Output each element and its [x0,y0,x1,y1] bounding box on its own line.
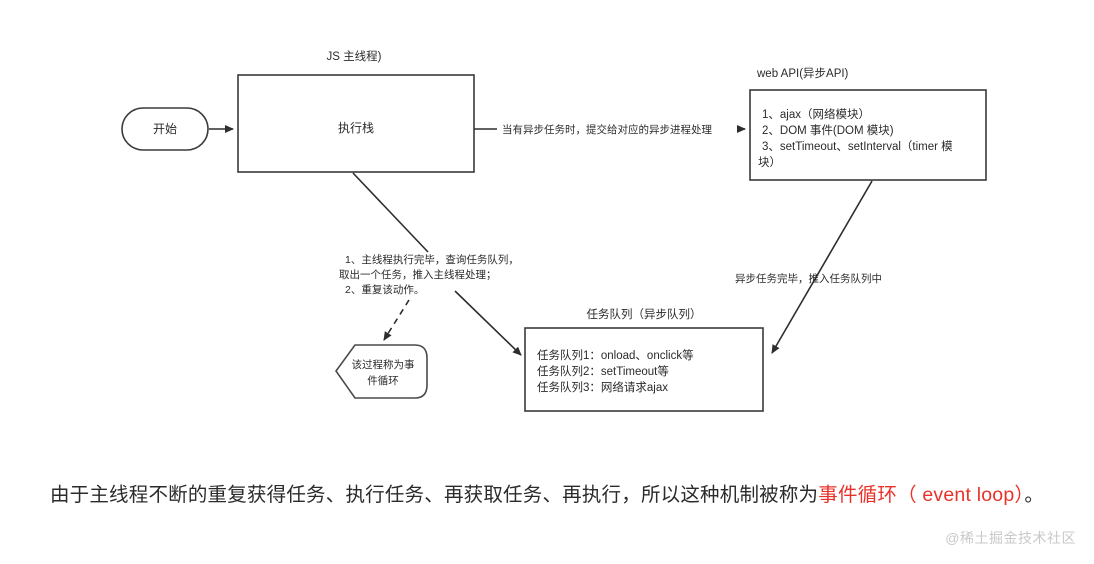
summary-suffix: 。 [1024,484,1045,506]
call-stack-box [237,74,475,173]
main-thread-title: JS 主线程) [327,49,382,63]
watermark: @稀土掘金技术社区 [945,530,1076,546]
edge-note-to-callout [383,299,410,341]
edge-stack-to-note [352,172,429,253]
web-api-line-4: 块） [758,156,781,169]
web-api-title: web API(异步API) [756,67,849,80]
summary-prefix: 由于主线程不断的重复获得任务、执行任务、再获取任务、再执行，所以这种机制被称为 [49,484,819,506]
queue-note-line-3: 2、重复该动作。 [345,283,424,296]
task-queue-line-1: 任务队列1：onload、onclick等 [537,348,694,362]
summary-highlight: 事件循环（ event loop） [818,484,1025,506]
task-queue-box [524,327,764,412]
task-queue-line-3: 任务队列3：网络请求ajax [537,380,668,394]
task-queue-title: 任务队列（异步队列） [587,307,702,321]
edge-label-webapi-to-queue: 异步任务完毕，推入任务队列中 [735,272,882,285]
queue-note-line-1: 1、主线程执行完毕，查询任务队列， [345,253,519,266]
call-stack-label: 执行栈 [338,120,374,135]
event-loop-callout-line-1: 该过程称为事 [352,358,415,371]
task-queue-line-2: 任务队列2：setTimeout等 [537,364,669,378]
web-api-line-1: 1、ajax（网络模块） [762,107,870,121]
web-api-box [749,89,987,181]
summary-sentence: 由于主线程不断的重复获得任务、执行任务、再获取任务、再执行，所以这种机制被称为事… [0,478,1094,507]
web-api-line-2: 2、DOM 事件(DOM 模块) [762,123,894,137]
web-api-line-3: 3、setTimeout、setInterval（timer 模 [762,140,953,153]
start-node-label: 开始 [153,122,177,136]
edge-webapi-to-queue [771,180,873,354]
edge-note-to-queue [454,290,522,356]
event-loop-callout-shape [335,344,428,399]
edge-label-stack-to-webapi: 当有异步任务时，提交给对应的异步进程处理 [502,123,712,136]
event-loop-callout-line-2: 件循环 [367,374,399,387]
queue-note-line-2: 取出一个任务，推入主线程处理； [339,268,497,281]
start-node [121,107,209,151]
